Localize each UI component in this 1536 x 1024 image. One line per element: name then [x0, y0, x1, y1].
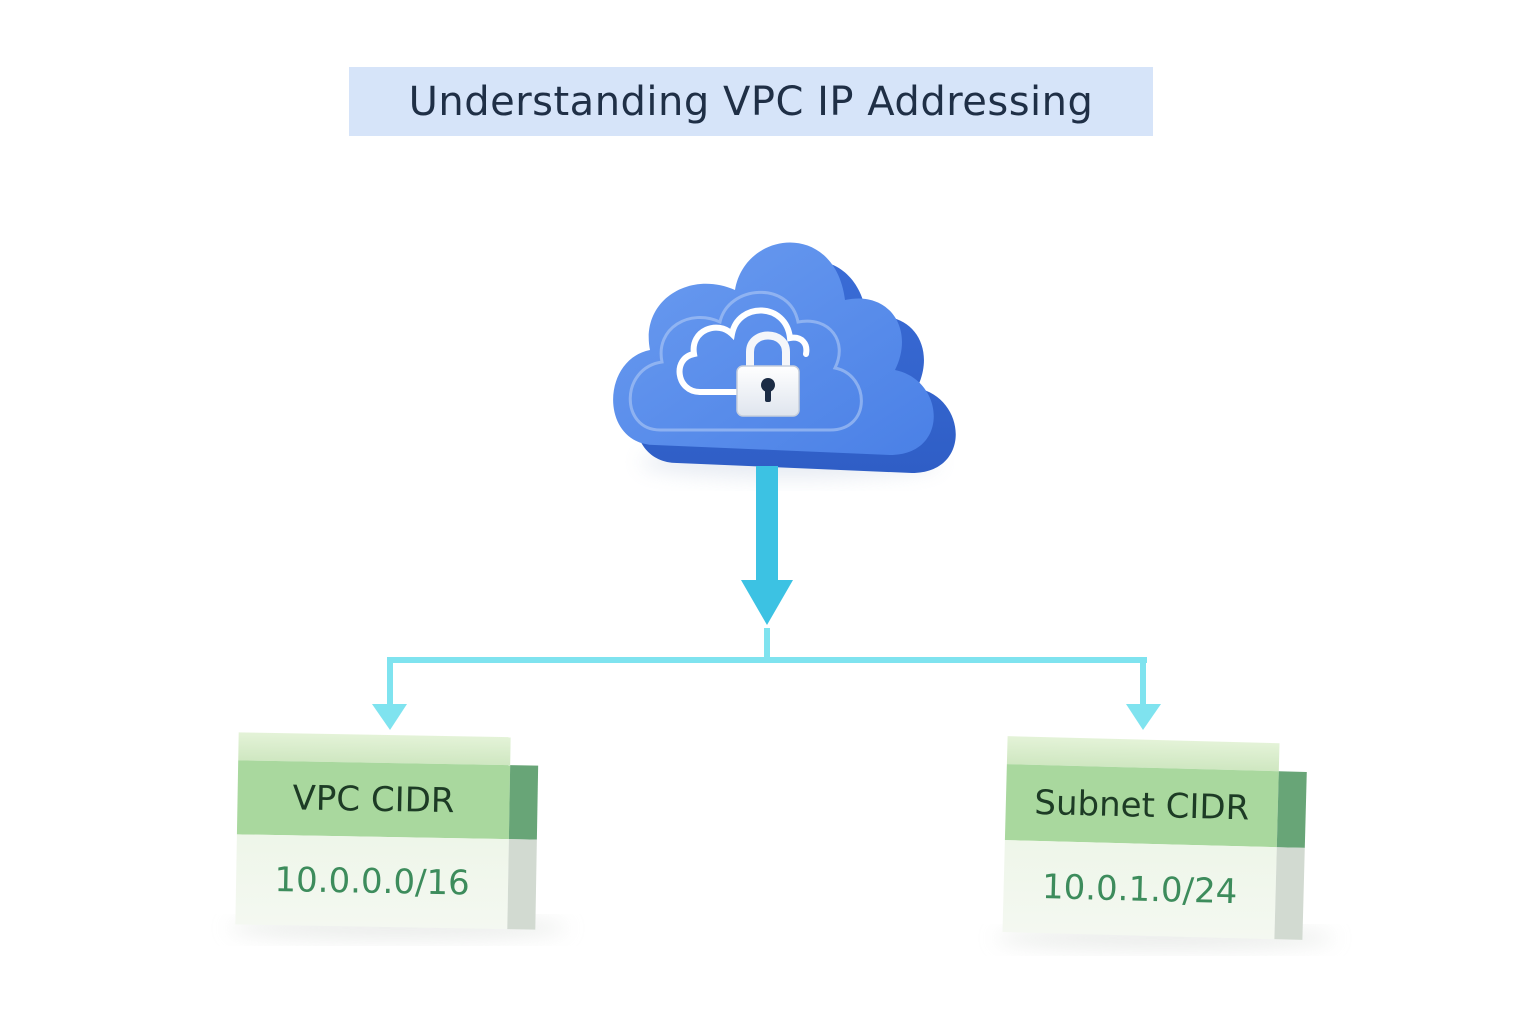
vpc-cidr-box-side [508, 765, 539, 840]
vpc-cidr-label: VPC CIDR [236, 760, 511, 840]
subnet-cidr-label: Subnet CIDR [1004, 764, 1279, 848]
title-banner: Understanding VPC IP Addressing [349, 67, 1153, 136]
vpc-cidr-box-side-lower [507, 839, 537, 930]
vpc-cidr-value: 10.0.0.0/16 [235, 834, 509, 930]
subnet-cidr-box-side [1276, 771, 1307, 848]
subnet-cidr-value: 10.0.1.0/24 [1002, 840, 1277, 940]
subnet-cidr-box: Subnet CIDR 10.0.1.0/24 [1002, 736, 1307, 940]
cloud-lock-icon [613, 242, 956, 478]
diagram-title: Understanding VPC IP Addressing [408, 78, 1094, 125]
left-branch-arrowhead [372, 704, 407, 730]
main-down-arrow [741, 466, 793, 625]
vpc-cidr-box: VPC CIDR 10.0.0.0/16 [235, 732, 539, 930]
branch-connector [387, 628, 1147, 708]
right-branch-arrowhead [1126, 704, 1161, 730]
subnet-cidr-box-side-lower [1274, 847, 1305, 940]
